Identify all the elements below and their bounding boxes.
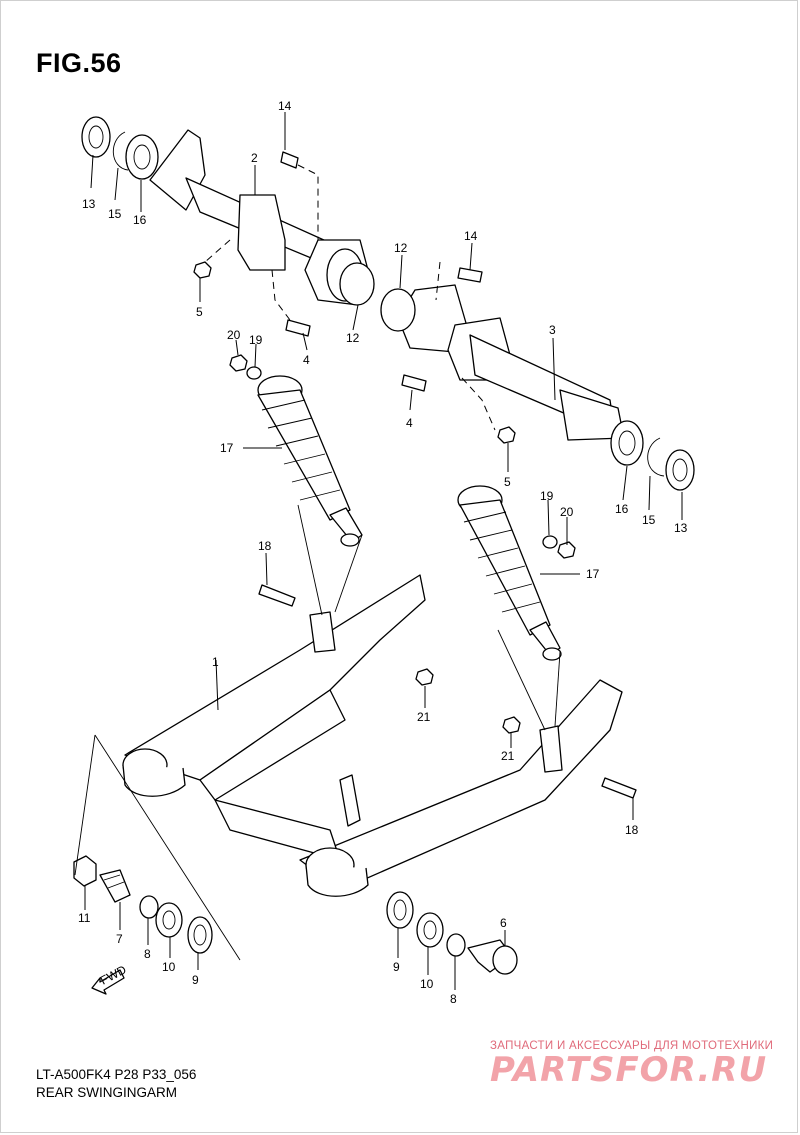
- callout-19: 19: [249, 333, 263, 347]
- watermark-logo: PARTSFOR.RU: [490, 1050, 768, 1090]
- callout-16: 16: [133, 213, 147, 227]
- callout-8: 8: [450, 992, 457, 1006]
- callout-9: 9: [192, 973, 199, 987]
- model-code: LT-A500FK4 P28 P33_056: [36, 1067, 197, 1082]
- callout-17: 17: [220, 441, 234, 455]
- callout-10: 10: [420, 977, 434, 991]
- callout-8: 8: [144, 947, 151, 961]
- fwd-arrow-icon: FWD: [91, 962, 129, 995]
- callout-5: 5: [504, 475, 511, 489]
- callout-20: 20: [560, 505, 574, 519]
- callout-21: 21: [417, 710, 431, 724]
- swingarm[interactable]: [122, 574, 623, 897]
- watermark: ЗАПЧАСТИ И АКСЕССУАРЫ ДЛЯ МОТОТЕХНИКИ PA…: [490, 1040, 790, 1090]
- pivot-bolt-7[interactable]: [99, 869, 131, 903]
- nut-5-left[interactable]: [193, 261, 212, 279]
- callout-15: 15: [642, 513, 656, 527]
- callout-5: 5: [196, 305, 203, 319]
- circlip-15-left[interactable]: [112, 131, 129, 171]
- bolt-14-left[interactable]: [280, 151, 299, 169]
- pivot-tube-right[interactable]: [397, 284, 625, 441]
- bolt-14-right[interactable]: [457, 267, 483, 283]
- callout-17: 17: [586, 567, 600, 581]
- figure-title: FIG.56: [36, 48, 122, 78]
- bearing-9-left[interactable]: [187, 916, 213, 954]
- shock-absorber-right[interactable]: [457, 485, 562, 661]
- callout-10: 10: [162, 960, 176, 974]
- callout-11: 11: [78, 911, 91, 925]
- collar-8-left[interactable]: [139, 895, 159, 919]
- callout-9: 9: [393, 960, 400, 974]
- callout-20: 20: [227, 328, 241, 342]
- callout-19: 19: [540, 489, 554, 503]
- callout-13: 13: [82, 197, 96, 211]
- callout-1: 1: [212, 655, 219, 669]
- pivot-shaft-6[interactable]: [467, 939, 518, 975]
- washer-19-right[interactable]: [542, 535, 558, 549]
- pivot-tube-left[interactable]: [149, 129, 373, 306]
- bolt-4-right[interactable]: [401, 374, 427, 392]
- nut-21-left[interactable]: [415, 668, 434, 686]
- callout-16: 16: [615, 502, 629, 516]
- nut-5-right[interactable]: [497, 426, 516, 444]
- callout-21: 21: [501, 749, 515, 763]
- callout-18: 18: [258, 539, 272, 553]
- callout-4: 4: [406, 416, 413, 430]
- section-name: REAR SWINGINGARM: [36, 1085, 178, 1100]
- nut-11[interactable]: [73, 855, 97, 887]
- bolt-4-left[interactable]: [285, 319, 311, 337]
- collar-8-right[interactable]: [446, 933, 466, 957]
- callout-3: 3: [549, 323, 556, 337]
- seal-10-right[interactable]: [416, 912, 444, 948]
- seal-13-left[interactable]: [81, 116, 111, 158]
- callout-7: 7: [116, 932, 123, 946]
- callout-12: 12: [346, 331, 360, 345]
- washer-19-left[interactable]: [246, 366, 262, 380]
- callout-14: 14: [278, 99, 292, 113]
- seal-13-right[interactable]: [665, 449, 695, 491]
- figure-caption: LT-A500FK4 P28 P33_056 REAR SWINGINGARM: [36, 1066, 196, 1102]
- callout-18: 18: [625, 823, 639, 837]
- o-ring-12-right[interactable]: [380, 288, 416, 332]
- nut-21-right[interactable]: [502, 716, 521, 734]
- callout-14: 14: [464, 229, 478, 243]
- callout-12: 12: [394, 241, 408, 255]
- nut-20-right[interactable]: [557, 541, 576, 559]
- callout-15: 15: [108, 207, 122, 221]
- callout-6: 6: [500, 916, 507, 930]
- callout-labels: 14 2 13 15 16 5 12 4 12 14 3 20 19 17 4 …: [78, 99, 688, 1006]
- callout-2: 2: [251, 151, 258, 165]
- shock-absorber-left[interactable]: [257, 375, 363, 547]
- bearing-16-left[interactable]: [125, 134, 159, 180]
- callout-4: 4: [303, 353, 310, 367]
- bolt-18-left[interactable]: [258, 584, 296, 607]
- callout-13: 13: [674, 521, 688, 535]
- bearing-9-right[interactable]: [386, 891, 414, 929]
- bolt-18-right[interactable]: [601, 777, 637, 799]
- seal-10-left[interactable]: [155, 902, 183, 938]
- nut-20-left[interactable]: [229, 354, 248, 372]
- bearing-16-right[interactable]: [610, 420, 644, 466]
- watermark-tagline: ЗАПЧАСТИ И АКСЕССУАРЫ ДЛЯ МОТОТЕХНИКИ: [490, 1040, 774, 1052]
- o-ring-12-left[interactable]: [339, 262, 375, 306]
- circlip-15-right[interactable]: [647, 437, 665, 477]
